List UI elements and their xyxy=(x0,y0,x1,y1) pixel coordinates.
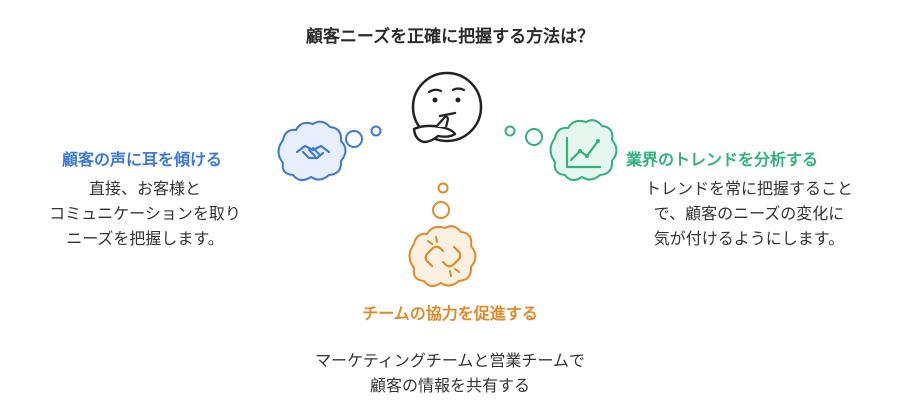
left-line-2: コミュニケーションを取り xyxy=(49,204,241,223)
bottom-line-1: マーケティングチームと営業チームで xyxy=(315,351,585,370)
diagram-title: 顧客ニーズを正確に把握する方法は？ xyxy=(305,27,595,47)
left-description: 直接、お客様と コミュニケーションを取り ニーズを把握します。 xyxy=(14,176,276,251)
right-line-1: トレンドを常に把握すること xyxy=(644,179,853,198)
line-chart-icon xyxy=(549,119,618,181)
right-description: トレンドを常に把握すること で、顧客のニーズの変化に 気が付けるようにします。 xyxy=(618,176,880,251)
bottom-heading: チームの協力を促進する xyxy=(362,304,538,323)
bottom-line-2: 顧客の情報を共有する xyxy=(369,376,530,395)
left-line-3: ニーズを把握します。 xyxy=(66,229,224,248)
right-line-3: 気が付けるようにします。 xyxy=(653,229,845,248)
left-heading: 顧客の声に耳を傾ける xyxy=(62,150,223,169)
right-heading: 業界のトレンドを分析する xyxy=(626,150,819,169)
thinking-face-icon xyxy=(411,71,483,144)
bottom-description: マーケティングチームと営業チームで 顧客の情報を共有する xyxy=(0,348,900,398)
left-line-1: 直接、お客様と xyxy=(88,179,201,198)
link-icon xyxy=(408,225,477,287)
thought-bubbles xyxy=(345,125,543,219)
right-line-2: で、顧客のニーズの変化に xyxy=(653,204,845,223)
handshake-icon xyxy=(277,120,347,181)
